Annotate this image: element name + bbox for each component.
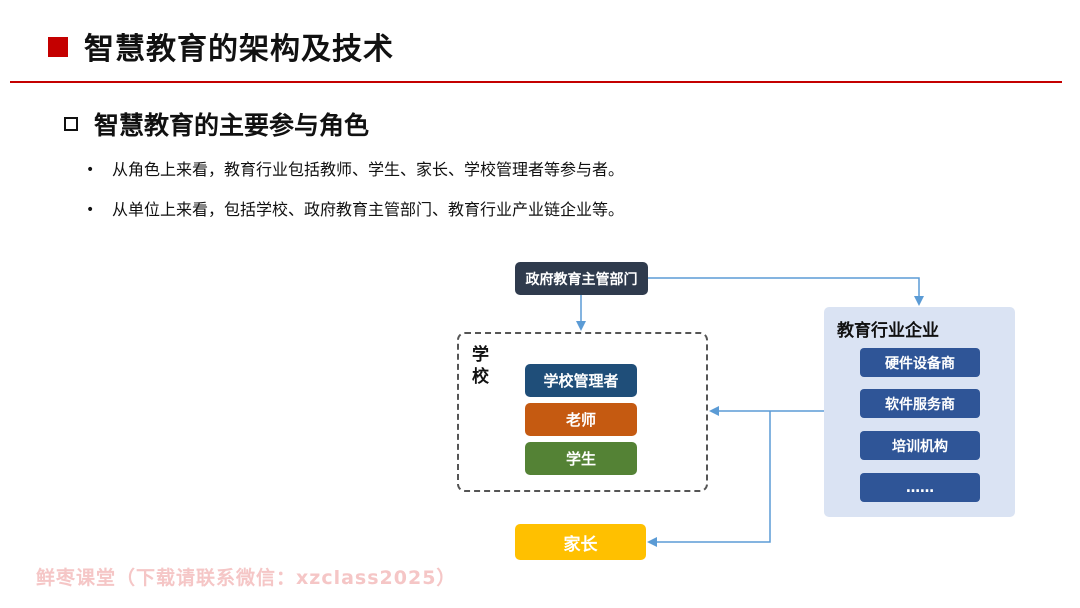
bullet-list: • 从角色上来看，教育行业包括教师、学生、家长、学校管理者等参与者。 • 从单位… <box>86 160 624 240</box>
section-bullet-square-icon <box>64 117 78 131</box>
industry-item-hardware: 硬件设备商 <box>860 348 980 377</box>
bullet-text: 从单位上来看，包括学校、政府教育主管部门、教育行业产业链企业等。 <box>112 200 625 219</box>
government-node: 政府教育主管部门 <box>515 262 648 295</box>
title-divider <box>10 81 1062 83</box>
bullet-text: 从角色上来看，教育行业包括教师、学生、家长、学校管理者等参与者。 <box>112 160 625 179</box>
bullet-dot-icon: • <box>86 202 95 218</box>
industry-item-software: 软件服务商 <box>860 389 980 418</box>
school-admin-node: 学校管理者 <box>525 364 637 397</box>
page-title: 智慧教育的架构及技术 <box>84 32 394 67</box>
school-group-frame <box>457 332 708 492</box>
section-title: 智慧教育的主要参与角色 <box>94 111 370 140</box>
watermark-text: 鲜枣课堂（下载请联系微信：xzclass2025） <box>36 567 457 589</box>
school-label: 学校 <box>472 345 489 387</box>
teacher-node: 老师 <box>525 403 637 436</box>
industry-item-more: …… <box>860 473 980 502</box>
industry-title: 教育行业企业 <box>837 321 939 341</box>
title-marker-square <box>48 37 68 57</box>
gov-to-industry-arrow <box>648 277 924 306</box>
industry-to-parent-arrow <box>647 411 771 547</box>
bullet-item: • 从单位上来看，包括学校、政府教育主管部门、教育行业产业链企业等。 <box>86 200 624 220</box>
bullet-dot-icon: • <box>86 162 95 178</box>
parent-node: 家长 <box>515 524 646 560</box>
student-node: 学生 <box>525 442 637 475</box>
industry-item-training: 培训机构 <box>860 431 980 460</box>
bullet-item: • 从角色上来看，教育行业包括教师、学生、家长、学校管理者等参与者。 <box>86 160 624 180</box>
